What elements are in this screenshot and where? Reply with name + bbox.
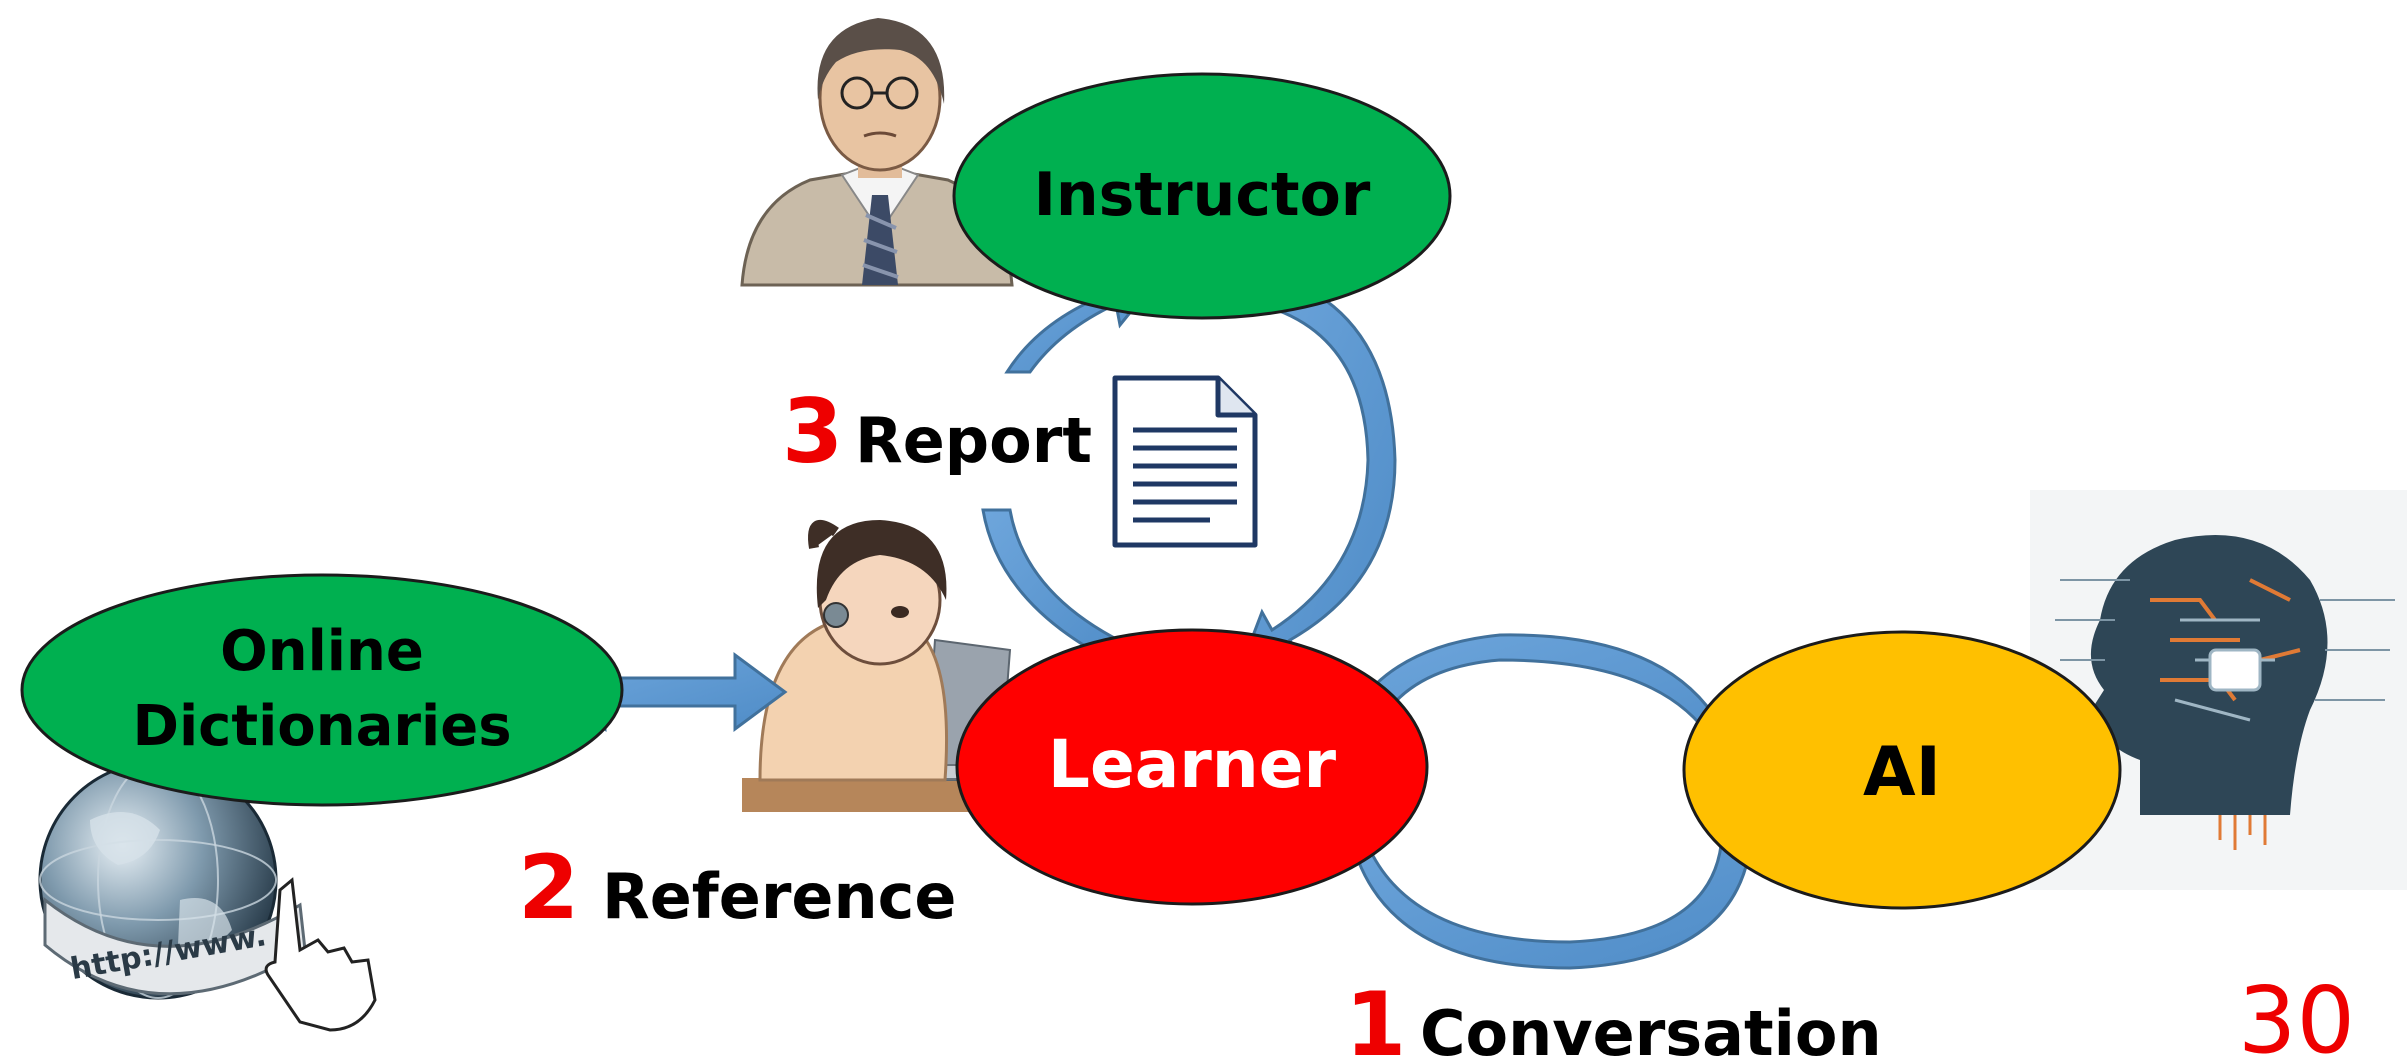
online-dictionaries-label-line1: Online bbox=[220, 619, 424, 684]
step-reference-label: Reference bbox=[602, 860, 956, 933]
learner-portrait bbox=[742, 519, 1012, 812]
step-conversation-label: Conversation bbox=[1420, 997, 1882, 1062]
online-dictionaries-node: Online Dictionaries bbox=[20, 573, 624, 807]
step-report-label: Report bbox=[855, 404, 1092, 477]
ai-node: AI bbox=[1682, 630, 2122, 910]
document-icon bbox=[1112, 375, 1258, 548]
learner-node: Learner bbox=[955, 628, 1429, 906]
globe-icon: http://www. bbox=[38, 760, 377, 1032]
learner-label: Learner bbox=[1048, 726, 1337, 803]
online-dictionaries-label-line2: Dictionaries bbox=[132, 694, 511, 759]
instructor-label: Instructor bbox=[1034, 160, 1371, 230]
ai-label: AI bbox=[1863, 733, 1941, 812]
feedback-arrow bbox=[1236, 266, 1397, 672]
step-conversation-number: 1 bbox=[1345, 973, 1406, 1062]
page-number: 30 bbox=[2238, 967, 2355, 1062]
instructor-portrait bbox=[740, 18, 1014, 287]
step-report-number: 3 bbox=[782, 380, 843, 483]
instructor-node: Instructor bbox=[952, 72, 1452, 320]
step-reference: 2 Reference bbox=[518, 836, 956, 939]
step-report: 3 Report bbox=[782, 380, 1092, 483]
step-conversation: 1 Conversation bbox=[1345, 973, 1882, 1062]
step-reference-number: 2 bbox=[518, 836, 579, 939]
